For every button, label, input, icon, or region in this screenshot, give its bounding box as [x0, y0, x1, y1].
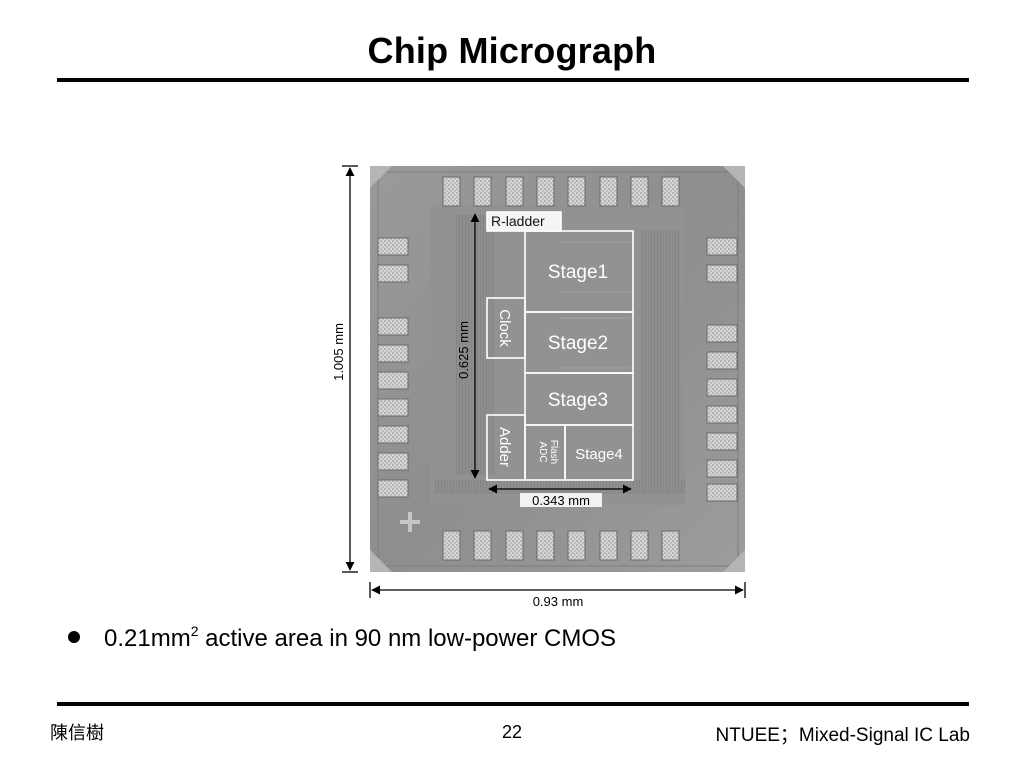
- adder-label: Adder: [496, 427, 513, 467]
- bottom-rule: [57, 702, 969, 706]
- stage4-label: Stage4: [575, 446, 623, 463]
- clock-label: Clock: [496, 309, 513, 347]
- bullet-superscript: 2: [190, 623, 199, 639]
- adc-label: ADC: [537, 441, 548, 462]
- chip-width-dimension: [369, 582, 746, 598]
- chip-height-dimension: [342, 165, 358, 573]
- stage1-label: Stage1: [548, 262, 608, 283]
- footer-lab: NTUEE；Mixed-Signal IC Lab: [715, 725, 970, 746]
- flash-label: Flash: [548, 440, 559, 464]
- footer-page-number: 22: [501, 722, 523, 742]
- block-outlines: [486, 211, 634, 481]
- footer-author: 陳信樹: [50, 723, 104, 743]
- core-width-label: 0.343 mm: [532, 493, 590, 508]
- bullet-dot: [68, 631, 80, 643]
- r-ladder-label: R-ladder: [491, 213, 545, 229]
- bullet-text-rest: active area in 90 nm low-power CMOS: [198, 625, 616, 652]
- core-height-label: 0.625 mm: [456, 321, 471, 379]
- bullet-text: 0.21mm2 active area in 90 nm low-power C…: [104, 623, 616, 653]
- chip-width-label: 0.93 mm: [533, 594, 584, 609]
- chip-height-label: 1.005 mm: [331, 323, 346, 381]
- bond-pads: [377, 176, 738, 561]
- chip-micrograph: R-ladder Stage1 Stage2 Stage3 Stage4 Clo…: [331, 165, 746, 609]
- stage2-label: Stage2: [548, 333, 608, 354]
- top-rule: [57, 78, 969, 82]
- core-width-label-bg: [520, 493, 602, 507]
- bullet-text-main: 0.21mm: [104, 625, 191, 652]
- slide-title: Chip Micrograph: [367, 30, 657, 71]
- stage3-label: Stage3: [548, 390, 608, 411]
